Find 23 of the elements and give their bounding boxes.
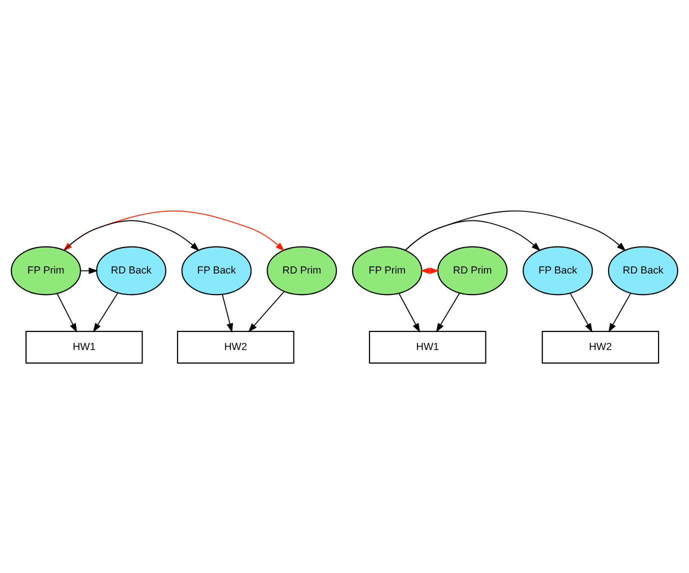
arrow	[56, 292, 78, 332]
node-ellipse: RD Prim	[437, 246, 508, 295]
arrow	[420, 267, 440, 274]
node-ellipse: FP Prim	[10, 246, 82, 295]
node-box: HW1	[368, 330, 486, 364]
arrow	[436, 292, 460, 332]
arrow	[570, 292, 592, 332]
arrow	[404, 210, 626, 251]
arrow	[248, 290, 285, 332]
node-ellipse: RD Back	[608, 246, 678, 295]
node-box: HW2	[542, 330, 660, 364]
arrow	[92, 292, 118, 332]
node-ellipse: RD Back	[96, 246, 166, 295]
node-ellipse: FP Prim	[352, 246, 422, 295]
node-ellipse: FP Back	[181, 246, 252, 295]
arrow	[608, 292, 632, 332]
arrow	[222, 293, 233, 332]
arrow	[398, 292, 420, 332]
node-box: HW2	[177, 330, 294, 364]
node-ellipse: RD Prim	[266, 246, 337, 295]
node-box: HW1	[26, 330, 143, 364]
node-ellipse: FP Back	[522, 246, 593, 295]
arrow	[404, 220, 541, 251]
